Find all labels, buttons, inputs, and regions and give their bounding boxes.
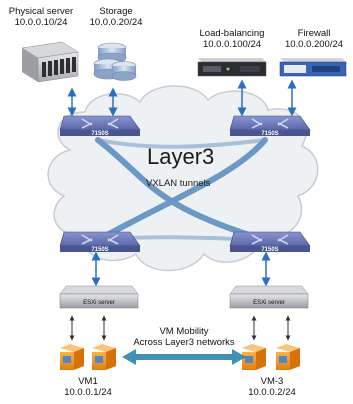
vm-mobility-line2: Across Layer3 networks bbox=[133, 337, 235, 348]
vm-arrows bbox=[69, 315, 291, 341]
vm-mobility-arrow bbox=[122, 349, 246, 365]
vm-icon-right-b bbox=[276, 344, 300, 370]
switch-bottom-left: 7150S bbox=[59, 231, 141, 253]
switch-model-label: 7150S bbox=[91, 131, 108, 137]
vm-icon-left-b bbox=[92, 344, 116, 370]
physical-server-label: Physical server 10.0.0.10/24 bbox=[8, 6, 74, 28]
physical-server-name: Physical server bbox=[8, 6, 74, 17]
firewall-name: Firewall bbox=[297, 28, 331, 39]
esxi-label: ESXi server bbox=[253, 300, 285, 306]
tunnel-tl-tr bbox=[96, 138, 267, 149]
switch-model-label: 7150S bbox=[261, 131, 278, 137]
storage-icon bbox=[93, 42, 137, 81]
vm1-label: VM1 10.0.0.1/24 bbox=[56, 376, 120, 398]
vm-icon-left-a bbox=[60, 344, 84, 370]
esxi-label: ESXi server bbox=[83, 300, 115, 306]
firewall-ip: 10.0.0.200/24 bbox=[284, 39, 344, 50]
storage-label: Storage 10.0.0.20/24 bbox=[84, 6, 148, 28]
load-balancing-label: Load-balancing 10.0.0.100/24 bbox=[196, 28, 268, 50]
cloud-subtitle: VXLAN tunnels bbox=[146, 178, 211, 189]
firewall-label: Firewall 10.0.0.200/24 bbox=[278, 28, 350, 50]
switch-top-right: 7150S bbox=[229, 115, 311, 137]
storage-ip: 10.0.0.20/24 bbox=[89, 17, 143, 28]
vm1-ip: 10.0.0.1/24 bbox=[64, 387, 112, 398]
storage-name: Storage bbox=[99, 6, 133, 17]
load-balancer-icon bbox=[197, 58, 267, 77]
switch-bottom-right: 7150S bbox=[229, 231, 311, 253]
access-arrows bbox=[91, 251, 271, 287]
switch-model-label: 7150S bbox=[91, 247, 108, 253]
cloud-title: Layer3 bbox=[147, 144, 215, 169]
vm3-name: VM-3 bbox=[260, 376, 284, 387]
tunnel-tr-bl bbox=[95, 137, 268, 243]
vm-icon-right-a bbox=[242, 344, 266, 370]
vm3-ip: 10.0.0.2/24 bbox=[248, 387, 296, 398]
vm-mobility-line1: VM Mobility bbox=[159, 326, 209, 337]
firewall-icon bbox=[279, 58, 347, 77]
physical-server-icon bbox=[21, 41, 79, 83]
tunnel-tl-br bbox=[95, 137, 268, 243]
load-balancing-ip: 10.0.0.100/24 bbox=[202, 39, 262, 50]
esxi-server-left: ESXi server bbox=[59, 285, 139, 309]
switch-model-label: 7150S bbox=[261, 247, 278, 253]
vm1-name: VM1 bbox=[78, 376, 98, 387]
vm3-label: VM-3 10.0.0.2/24 bbox=[240, 376, 304, 398]
switch-top-left: 7150S bbox=[59, 115, 141, 137]
uplink-arrows bbox=[67, 79, 297, 117]
vm-mobility-label: VM Mobility Across Layer3 networks bbox=[120, 326, 248, 348]
physical-server-ip: 10.0.0.10/24 bbox=[14, 17, 68, 28]
esxi-server-right: ESXi server bbox=[229, 285, 309, 309]
load-balancing-name: Load-balancing bbox=[199, 28, 265, 39]
